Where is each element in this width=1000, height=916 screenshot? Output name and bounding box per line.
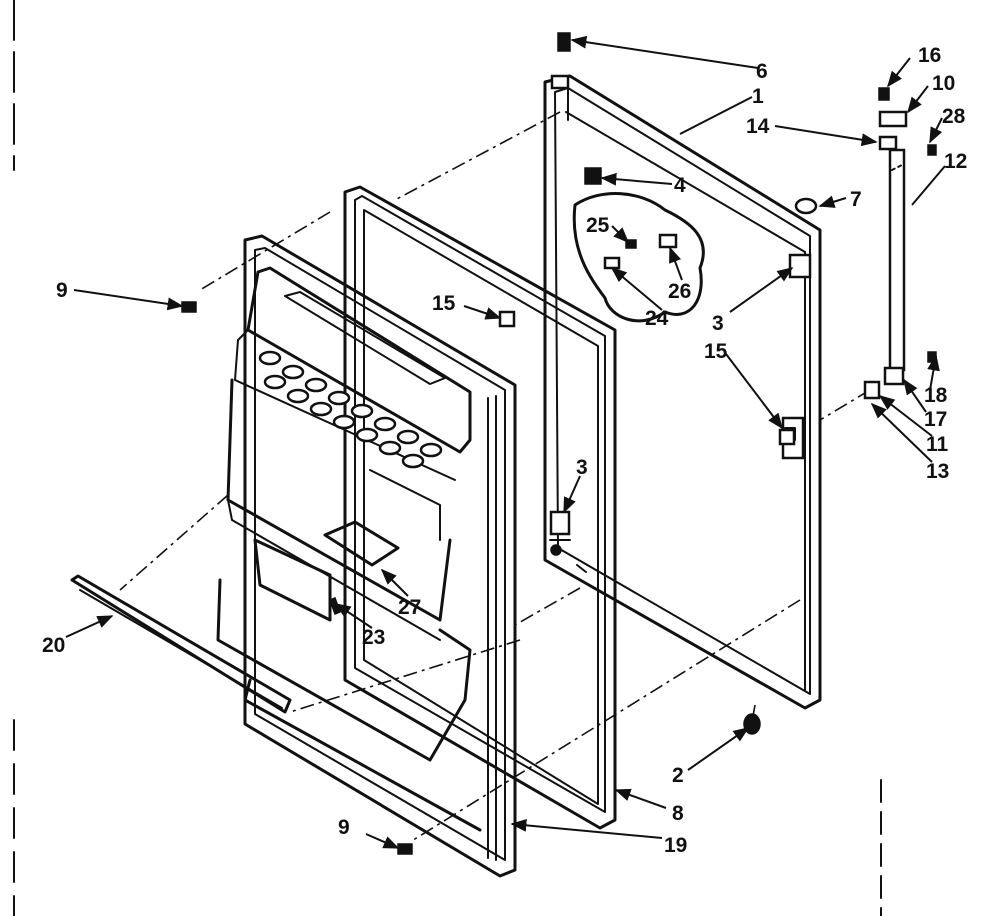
callout-13: 13 (926, 460, 949, 483)
callout-23: 23 (362, 626, 385, 649)
callout-19: 19 (664, 834, 687, 857)
callout-3-right: 3 (712, 312, 724, 335)
leader-lines (65, 35, 946, 849)
egg-tray (258, 350, 443, 469)
door-liner-frame (343, 185, 617, 830)
callout-6: 6 (756, 60, 768, 83)
callout-15-left: 15 (432, 292, 456, 315)
shelf-bar (70, 574, 292, 714)
callout-3-left: 3 (576, 456, 588, 479)
callout-26: 26 (668, 280, 691, 303)
callout-11: 11 (926, 433, 949, 456)
callout-17: 17 (924, 408, 947, 431)
callout-4: 4 (674, 174, 686, 197)
callout-9-top: 9 (56, 279, 68, 302)
callout-2: 2 (672, 764, 684, 787)
callout-12: 12 (944, 150, 967, 173)
callout-28: 28 (942, 105, 966, 128)
scan-edge-marks (13, 0, 882, 916)
callout-16: 16 (918, 44, 941, 67)
callout-1: 1 (752, 85, 764, 108)
callout-15-right: 15 (704, 340, 728, 363)
liner-shelves (216, 266, 482, 832)
callout-25: 25 (586, 214, 610, 237)
callout-20: 20 (42, 634, 65, 657)
callout-8: 8 (672, 802, 684, 825)
inner-door-liner (243, 234, 517, 878)
callout-18: 18 (924, 384, 948, 407)
callout-14: 14 (746, 115, 770, 138)
callout-10: 10 (932, 72, 955, 95)
callout-9-bottom: 9 (338, 816, 350, 839)
callout-7: 7 (850, 188, 862, 211)
callout-labels: 6 16 10 1 28 14 12 4 7 25 26 24 3 15 9 1… (42, 44, 967, 857)
callout-27: 27 (398, 596, 421, 619)
hinge-hardware (181, 32, 937, 855)
outer-door-panel (543, 74, 822, 710)
callout-24: 24 (645, 307, 669, 330)
